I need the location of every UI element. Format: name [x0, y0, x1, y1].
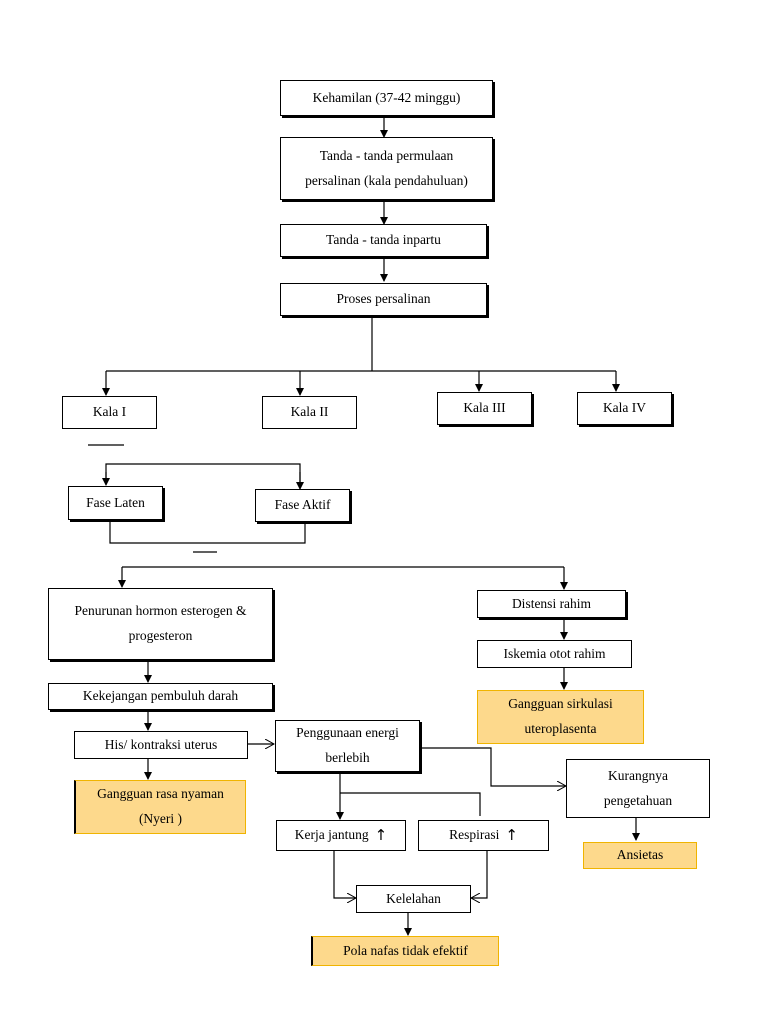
node-label: Distensi rahim: [511, 595, 592, 611]
node-label: Ansietas: [616, 847, 664, 863]
node-label: Kala IV: [602, 400, 647, 416]
node-kelelahan: Kelelahan: [356, 885, 471, 913]
node-kala-2: Kala II: [262, 396, 357, 429]
node-proses-persalinan: Proses persalinan: [280, 283, 487, 316]
node-label: Kurangnya pengetahuan: [603, 767, 673, 808]
node-label: His/ kontraksi uterus: [104, 736, 218, 752]
node-kerja-jantung: Kerja jantung ↑: [276, 820, 406, 851]
node-label: Penggunaan energi berlebih: [296, 725, 399, 765]
connector-energi-kurang: [420, 747, 566, 786]
node-gangguan-sirkulasi: Gangguan sirkulasi uteroplasenta: [477, 690, 644, 744]
node-label: Proses persalinan: [336, 291, 431, 307]
node-his: His/ kontraksi uterus: [74, 731, 248, 759]
node-label: Gangguan rasa nyaman (Nyeri ): [97, 786, 224, 826]
node-penurunan-hormon: Penurunan hormon esterogen & progesteron: [48, 588, 273, 660]
node-distensi-rahim: Distensi rahim: [477, 590, 626, 618]
node-fase-laten: Fase Laten: [68, 486, 163, 520]
node-iskemia: Iskemia otot rahim: [477, 640, 632, 668]
node-label: Kala I: [92, 404, 127, 420]
node-label: Tanda - tanda inpartu: [326, 232, 441, 248]
node-kala-4: Kala IV: [577, 392, 672, 425]
node-label: Kehamilan (37-42 minggu): [312, 89, 461, 105]
node-tanda-inpartu: Tanda - tanda inpartu: [280, 224, 487, 257]
connector-jantung-kelelahan: [333, 851, 356, 898]
node-label: Respirasi: [449, 827, 500, 843]
node-pola-nafas: Pola nafas tidak efektif: [311, 936, 499, 966]
node-label: Gangguan sirkulasi uteroplasenta: [508, 696, 613, 736]
node-kala-1: Kala I: [62, 396, 157, 429]
node-label: Kelelahan: [386, 890, 441, 906]
node-label: Tanda - tanda permulaan persalinan (kala…: [305, 147, 468, 188]
connector-fase: [105, 463, 301, 486]
node-kehamilan: Kehamilan (37-42 minggu): [280, 80, 493, 116]
connector-proses-kala: [106, 316, 616, 372]
increase-arrow-icon: ↑: [505, 825, 518, 844]
node-fase-aktif: Fase Aktif: [255, 489, 350, 522]
node-penggunaan-energi: Penggunaan energi berlebih: [275, 720, 420, 772]
node-label: Kala II: [290, 404, 329, 420]
node-label: Kerja jantung: [294, 827, 369, 843]
node-label: Fase Laten: [86, 494, 145, 510]
node-tanda-permulaan: Tanda - tanda permulaan persalinan (kala…: [280, 137, 493, 200]
connector-energi-respirasi: [340, 792, 481, 816]
node-respirasi: Respirasi ↑: [418, 820, 549, 851]
connector-fase-bottom: [109, 520, 306, 544]
node-kekejangan: Kekejangan pembuluh darah: [48, 683, 273, 710]
connector-respirasi-kelelahan: [471, 851, 488, 898]
node-kurangnya-pengetahuan: Kurangnya pengetahuan: [566, 759, 710, 818]
node-label: Kala III: [463, 400, 506, 416]
node-gangguan-nyaman: Gangguan rasa nyaman (Nyeri ): [74, 780, 246, 834]
node-label: Penurunan hormon esterogen & progesteron: [74, 603, 247, 643]
increase-arrow-icon: ↑: [374, 825, 388, 844]
node-ansietas: Ansietas: [583, 842, 697, 869]
node-label: Pola nafas tidak efektif: [343, 942, 468, 958]
node-label: Iskemia otot rahim: [503, 645, 606, 661]
node-kala-3: Kala III: [437, 392, 532, 425]
node-label: Fase Aktif: [274, 497, 331, 513]
node-label: Kekejangan pembuluh darah: [82, 688, 239, 704]
